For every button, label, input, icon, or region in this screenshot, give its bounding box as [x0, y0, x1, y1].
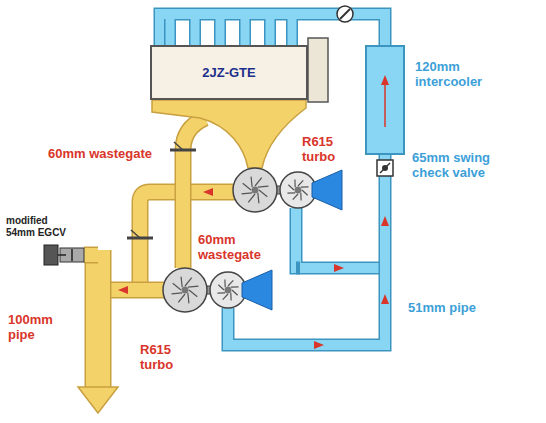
wheel-blade	[255, 178, 262, 186]
flow-arrow	[78, 387, 118, 413]
egcv-stub	[84, 247, 98, 264]
boost-pipe	[296, 208, 385, 268]
check-valve	[380, 163, 390, 173]
egcv-valve	[58, 249, 72, 261]
egcv-label: modified 54mm EGCV	[6, 215, 70, 239]
throttle-valve	[340, 9, 350, 19]
check-valve	[377, 160, 393, 176]
valve-label: 65mm swing check valve	[412, 150, 510, 180]
turbo-label: R615 turbo	[140, 342, 184, 372]
wheel-blade	[294, 179, 295, 187]
flow-arrow	[118, 286, 128, 294]
compressor-inlet	[242, 270, 272, 310]
throttle-valve	[337, 6, 353, 22]
wheel-blade	[228, 280, 233, 286]
flow-arrow	[203, 188, 213, 196]
intercooler-box: 120mm intercooler	[365, 45, 405, 155]
flow-arrow	[314, 341, 324, 349]
wheel-blade	[172, 293, 183, 294]
wheel-blade	[232, 290, 238, 295]
wastegate-valve	[174, 142, 183, 150]
throttle-valve	[337, 6, 353, 22]
wheel-blade	[189, 290, 197, 297]
turbine-wheel	[172, 177, 309, 304]
boost-pipe	[296, 208, 385, 268]
wheel-blade	[293, 194, 298, 200]
pipe-label: 51mm pipe	[408, 300, 508, 315]
wastegate-label: 60mm wastegate	[198, 232, 274, 262]
wheel-blade	[243, 183, 251, 190]
engine-label: 2JZ-GTE	[202, 65, 255, 80]
flow-arrow	[118, 188, 389, 349]
wheel-blade	[287, 192, 295, 193]
flow-arrow	[381, 294, 389, 304]
wheel-blade	[217, 292, 225, 293]
check-valve	[377, 160, 393, 176]
wheel-hub	[182, 287, 189, 294]
wheel-blade	[173, 283, 181, 290]
wheel-blade	[301, 186, 309, 187]
wheel-hub	[225, 287, 232, 294]
compressor-housing	[280, 172, 316, 208]
wheel-blade	[298, 180, 303, 186]
compressor-inlet	[312, 170, 342, 210]
wheel-blade	[181, 277, 182, 288]
intake-plenum	[160, 9, 300, 19]
turbine-housing	[163, 268, 207, 312]
compressor-housing	[210, 272, 246, 308]
turbine-housing	[233, 168, 277, 212]
engine-block: 2JZ-GTE	[150, 45, 308, 100]
flow-arrow	[367, 47, 403, 153]
pipe-label: 100mm pipe	[8, 312, 60, 342]
wheel-blade	[302, 190, 308, 195]
wheel-blade	[224, 279, 225, 287]
flow-arrow	[381, 75, 389, 85]
timing-cover	[308, 38, 328, 102]
wheel-blade	[218, 285, 224, 290]
wheel-hub	[295, 187, 302, 194]
wheel-blade	[231, 286, 239, 287]
egcv-actuator	[44, 245, 58, 265]
wheel-blade	[251, 177, 252, 188]
wheel-blade	[288, 185, 294, 190]
wheel-blade	[259, 190, 267, 197]
downpipe	[86, 250, 110, 388]
wheel-hub	[252, 187, 259, 194]
wastegate-label: 60mm wastegate	[48, 146, 178, 161]
wheel-blade	[188, 286, 199, 287]
wheel-blade	[178, 294, 185, 302]
boost-pipe	[296, 262, 300, 275]
wheel-blade	[230, 293, 231, 301]
turbocharger	[163, 168, 342, 312]
turbo-label: R615 turbo	[302, 134, 346, 164]
wheel-blade	[242, 193, 253, 194]
exhaust-manifold	[152, 100, 306, 168]
intercooler-label: 120mm intercooler	[415, 59, 507, 89]
wheel-blade	[258, 186, 269, 187]
wheel-blade	[248, 194, 255, 202]
wheel-blade	[188, 293, 189, 304]
egcv-stub	[84, 248, 98, 262]
flow-arrow	[381, 216, 389, 226]
wastegate-valve	[131, 230, 140, 238]
exhaust-pipes	[44, 100, 306, 413]
flow-arrow	[334, 264, 344, 272]
flow-arrow	[384, 82, 386, 127]
wheel-blade	[300, 193, 301, 201]
wheel-blade	[223, 294, 228, 300]
wheel-blade	[185, 278, 192, 286]
wheel-blade	[258, 193, 259, 204]
downpipe	[85, 250, 112, 388]
